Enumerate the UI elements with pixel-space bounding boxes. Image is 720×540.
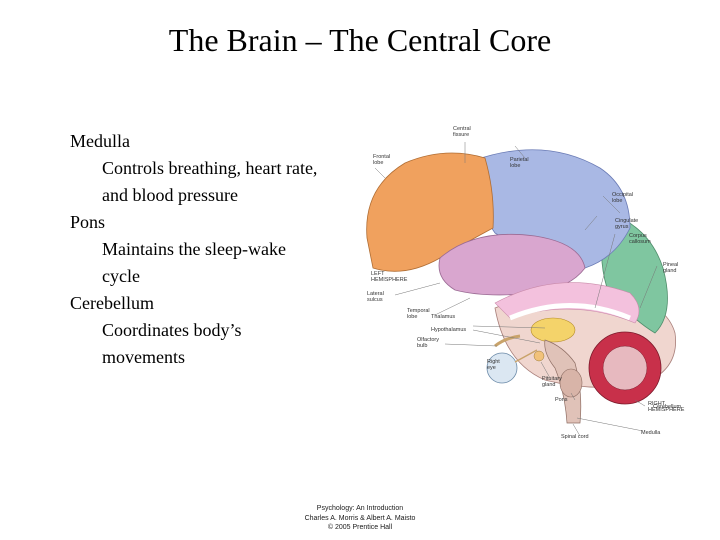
label-spinal-cord: Spinal cord [561,434,589,440]
cerebellum-inner [602,345,648,391]
leader-lines [374,142,658,437]
desc-medulla-line-1: Controls breathing, heart rate, [102,158,318,178]
optic-nerve [514,349,538,363]
term-medulla: Medulla [70,131,130,151]
pituitary-shape [533,350,545,362]
desc-pons-line-1: Maintains the sleep-wake [102,239,286,259]
olfactory-bulb-shape [494,334,521,348]
pons-shape [559,368,583,398]
term-pons: Pons [70,212,106,232]
right-eye-shape [486,352,518,384]
limbic-band [494,282,640,324]
frontal-lobe-shape [366,152,494,272]
bullet-list: Medulla Controls breathing, heart rate, … [70,128,360,371]
desc-pons-line-2: cycle [102,266,140,286]
label-thalamus: Thalamus [431,314,455,320]
footer-line-2: Charles A. Morris & Albert A. Maisto [304,514,416,522]
citation-footer: Psychology: An Introduction Charles A. M… [240,504,480,533]
corpus-callosum-shape [509,303,631,321]
desc-cerebellum-line-2: movements [102,347,185,367]
slide-title: The Brain – The Central Core [168,22,552,58]
label-cerebellum: Cerebellum [653,404,682,410]
footer-line-3: © 2005 Prentice Hall [327,524,393,531]
temporal-lobe-shape [438,233,586,296]
label-medulla: Medulla [641,430,661,436]
desc-cerebellum-line-1: Coordinates body’s [102,320,242,340]
thalamus-shape [530,317,576,343]
term-cerebellum: Cerebellum [70,293,154,313]
footer-line-1: Psychology: An Introduction [316,505,404,512]
label-pons: Pons [555,397,568,403]
desc-medulla-line-2: and blood pressure [102,185,238,205]
label-hypothalamus: Hypothalamus [431,327,466,333]
